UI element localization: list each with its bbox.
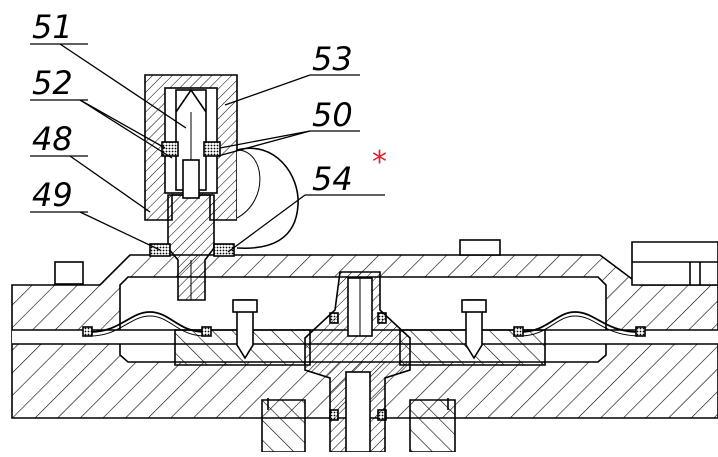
callout-54: 54	[312, 160, 353, 198]
diaphragm-left	[89, 311, 206, 333]
leader-lines	[30, 43, 385, 253]
side-cylinder	[236, 147, 299, 250]
callout-49: 49	[32, 176, 73, 214]
top-boss-left	[54, 261, 84, 285]
body-assembly	[11, 74, 718, 453]
callout-51: 51	[32, 8, 73, 46]
callout-labels: 51 52 48 49 53 50 54	[32, 8, 353, 214]
callout-50: 50	[312, 96, 353, 134]
valve-stem	[167, 194, 215, 301]
callout-52: 52	[32, 64, 73, 102]
callout-53: 53	[312, 40, 353, 78]
right-bracket	[631, 241, 718, 286]
top-boss-right	[459, 239, 501, 256]
asterisk-marker: *	[372, 145, 387, 180]
callout-48: 48	[32, 120, 73, 158]
diaphragm-right	[519, 311, 641, 333]
seal-ring	[82, 326, 93, 337]
